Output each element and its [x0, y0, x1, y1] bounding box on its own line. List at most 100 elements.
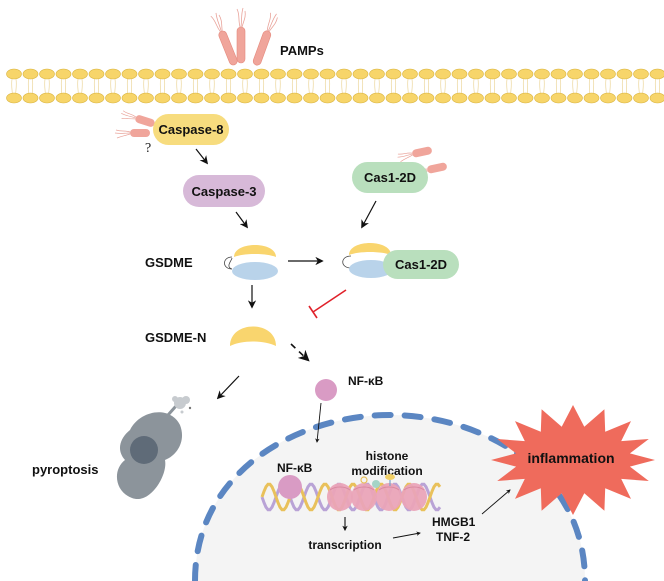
- arrow-gsdme-n-to-pyroptosis: [216, 375, 240, 400]
- lipid-head: [303, 68, 319, 80]
- lipid-head: [88, 68, 105, 80]
- lipid-head: [187, 92, 204, 104]
- lipid-head: [105, 92, 121, 104]
- lipid-head: [385, 68, 402, 80]
- lipid-head: [369, 68, 385, 80]
- lipid-head: [39, 68, 55, 80]
- lipid-head: [286, 92, 303, 104]
- lipid-head: [253, 92, 270, 104]
- lipid-head: [204, 68, 220, 80]
- lipid-head: [501, 92, 517, 104]
- pyroptotic-cell-icon: [116, 396, 192, 500]
- lipid-head: [303, 92, 319, 104]
- lipid-head: [484, 68, 501, 80]
- pamps-bacteria-icon: [210, 7, 280, 67]
- pamps-label: PAMPs: [280, 43, 324, 58]
- lipid-head: [385, 92, 402, 104]
- lipid-head: [418, 92, 435, 104]
- caspase-8-label: Caspase-8: [158, 122, 223, 137]
- lipid-head: [600, 68, 616, 80]
- lipid-head: [121, 68, 138, 80]
- lipid-head: [187, 68, 204, 80]
- lipid-head: [451, 68, 468, 80]
- lipid-head: [319, 92, 336, 104]
- arrow-caspase3-to-gsdme: [235, 211, 248, 229]
- hmgb1-label: HMGB1: [432, 515, 476, 529]
- nfkb-cytosol-label: NF-κB: [348, 374, 384, 388]
- inflammation-burst-icon: [491, 405, 655, 515]
- lipid-head: [286, 68, 303, 80]
- lipid-head: [138, 68, 154, 80]
- lipid-head: [484, 92, 501, 104]
- gsdme-n-label: GSDME-N: [145, 330, 206, 345]
- lipid-head: [534, 92, 550, 104]
- caspase-3-node: Caspase-3: [183, 175, 265, 207]
- lipid-head: [336, 68, 352, 80]
- nfkb-cytosol-icon: [315, 379, 337, 401]
- gsdme-cas1-2d-complex-icon: Cas1-2D: [342, 243, 459, 279]
- lipid-head: [501, 68, 517, 80]
- lipid-head: [352, 68, 369, 80]
- gsdme-label: GSDME: [145, 255, 193, 270]
- cas1-2d-bound-label: Cas1-2D: [395, 257, 447, 272]
- lipid-head: [649, 92, 664, 104]
- tnf2-label: TNF-2: [436, 530, 470, 544]
- lipid-head: [22, 68, 39, 80]
- histone-nucleosomes-icon: [327, 474, 427, 511]
- lipid-head: [72, 68, 88, 80]
- caspase8-bacteria-icon: [114, 109, 157, 139]
- transcription-label: transcription: [308, 538, 381, 552]
- lipid-head: [171, 92, 187, 104]
- arrow-transcription-to-cytokines: [392, 531, 421, 539]
- arrow-gsdme-n-to-nfkb: [290, 343, 310, 362]
- lipid-head: [451, 92, 468, 104]
- lipid-head: [517, 68, 534, 80]
- lipid-head: [352, 92, 369, 104]
- lipid-head: [534, 68, 550, 80]
- lipid-head: [369, 92, 385, 104]
- lipid-head: [121, 92, 138, 104]
- lipid-head: [72, 92, 88, 104]
- lipid-head: [204, 92, 220, 104]
- question-mark: ?: [145, 141, 151, 156]
- lipid-head: [600, 92, 616, 104]
- inflammation-label: inflammation: [527, 450, 614, 466]
- lipid-head: [517, 92, 534, 104]
- arrow-nfkb-into-nucleus: [315, 402, 322, 443]
- cas1-2d-node: Cas1-2D: [352, 162, 428, 193]
- lipid-head: [402, 68, 418, 80]
- lipid-head: [583, 92, 600, 104]
- lipid-head: [6, 68, 22, 80]
- lipid-head: [237, 92, 253, 104]
- arrow-caspase8-to-caspase3: [195, 148, 209, 165]
- lipid-head: [435, 68, 451, 80]
- lipid-head: [649, 68, 664, 80]
- histone-label-line2: modification: [351, 464, 422, 478]
- lipid-head: [138, 92, 154, 104]
- nfkb-nuclear-label: NF-κB: [277, 461, 313, 475]
- lipid-head: [633, 68, 649, 80]
- lipid-head: [237, 68, 253, 80]
- lipid-head: [402, 92, 418, 104]
- lipid-head: [567, 68, 583, 80]
- cell-membrane: [6, 68, 664, 104]
- lipid-head: [633, 92, 649, 104]
- arrow-cas1-2d-to-complex: [361, 200, 377, 229]
- lipid-head: [550, 92, 567, 104]
- lipid-head: [583, 68, 600, 80]
- lipid-head: [154, 68, 171, 80]
- arrow-cytokines-to-inflammation: [481, 489, 511, 515]
- lipid-head: [6, 92, 22, 104]
- lipid-head: [105, 68, 121, 80]
- lipid-head: [319, 68, 336, 80]
- lipid-head: [220, 68, 237, 80]
- lipid-head: [55, 92, 72, 104]
- lipid-head: [270, 92, 286, 104]
- lipid-head: [220, 92, 237, 104]
- lipid-head: [435, 92, 451, 104]
- lipid-head: [88, 92, 105, 104]
- caspase-3-label: Caspase-3: [191, 184, 256, 199]
- lipid-head: [154, 92, 171, 104]
- lipid-head: [171, 68, 187, 80]
